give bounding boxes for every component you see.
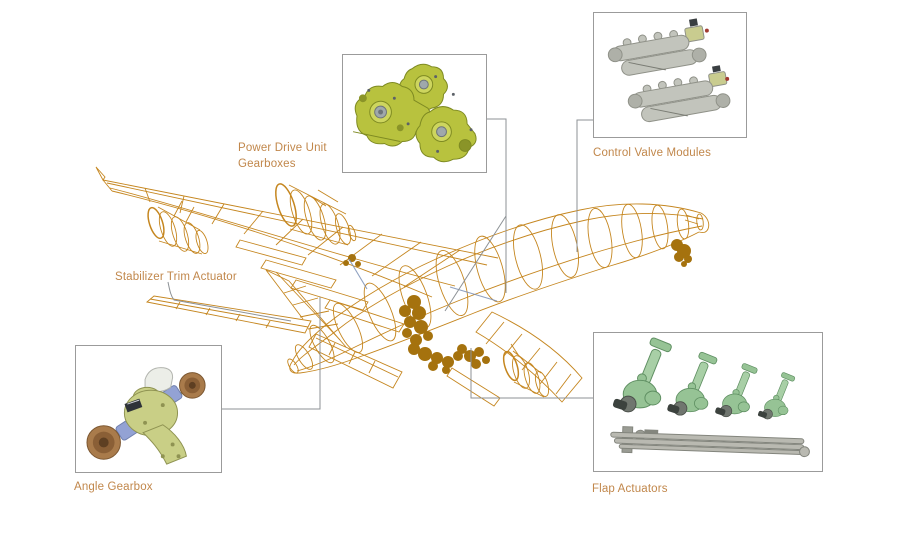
flap-actuators-photo xyxy=(610,337,810,458)
aircraft-right-wing xyxy=(446,311,583,407)
aircraft-left-wing xyxy=(95,166,499,333)
label-angle-gearbox: Angle Gearbox xyxy=(74,481,153,493)
pdu-gearbox-left xyxy=(352,82,431,147)
leader-line-power-drive-unit xyxy=(444,118,507,312)
angle-gearbox-photo-box xyxy=(75,345,222,473)
flap-actuators-photo-box xyxy=(593,332,823,472)
flap-mechanism-clusters xyxy=(343,239,692,374)
pdu-gearboxes-photo xyxy=(352,63,477,163)
aircraft-tail xyxy=(146,269,403,389)
leader-line-angle-gearbox xyxy=(222,297,321,410)
leader-line-flap-actuators xyxy=(470,348,593,399)
flap-actuator-4 xyxy=(757,372,796,420)
label-flap-actuators: Flap Actuators xyxy=(592,483,668,495)
flap-actuator-3 xyxy=(715,363,758,418)
label-control-valve-modules: Control Valve Modules xyxy=(593,147,711,159)
valve-module-upper xyxy=(607,18,709,76)
control-valve-modules-photo xyxy=(607,18,731,123)
leader-line-stabilizer-trim-actuator xyxy=(167,281,292,322)
label-line: Gearboxes xyxy=(238,157,296,170)
label-line: Power Drive Unit xyxy=(238,142,327,154)
label-power-drive-unit-gearboxes: Power Drive Unit Gearboxes xyxy=(238,141,327,172)
label-stabilizer-trim-actuator: Stabilizer Trim Actuator xyxy=(115,271,237,283)
valve-module-lower xyxy=(627,65,731,123)
leader-lines xyxy=(167,118,593,410)
flap-actuator-2 xyxy=(667,351,718,416)
leader-line-control-valve-modules xyxy=(576,119,593,252)
control-valve-modules-photo-box xyxy=(593,12,747,138)
angle-gearbox-photo xyxy=(86,367,206,465)
flap-torque-tubes xyxy=(610,426,810,458)
power-drive-unit-photo-box xyxy=(342,54,487,173)
left-wing-engine-nacelles xyxy=(147,183,357,255)
flap-actuator-1 xyxy=(612,337,672,413)
angle-gearbox-image xyxy=(86,367,206,465)
pdu-gearbox-right xyxy=(415,92,477,163)
transmission-shaft-lines xyxy=(348,258,498,302)
